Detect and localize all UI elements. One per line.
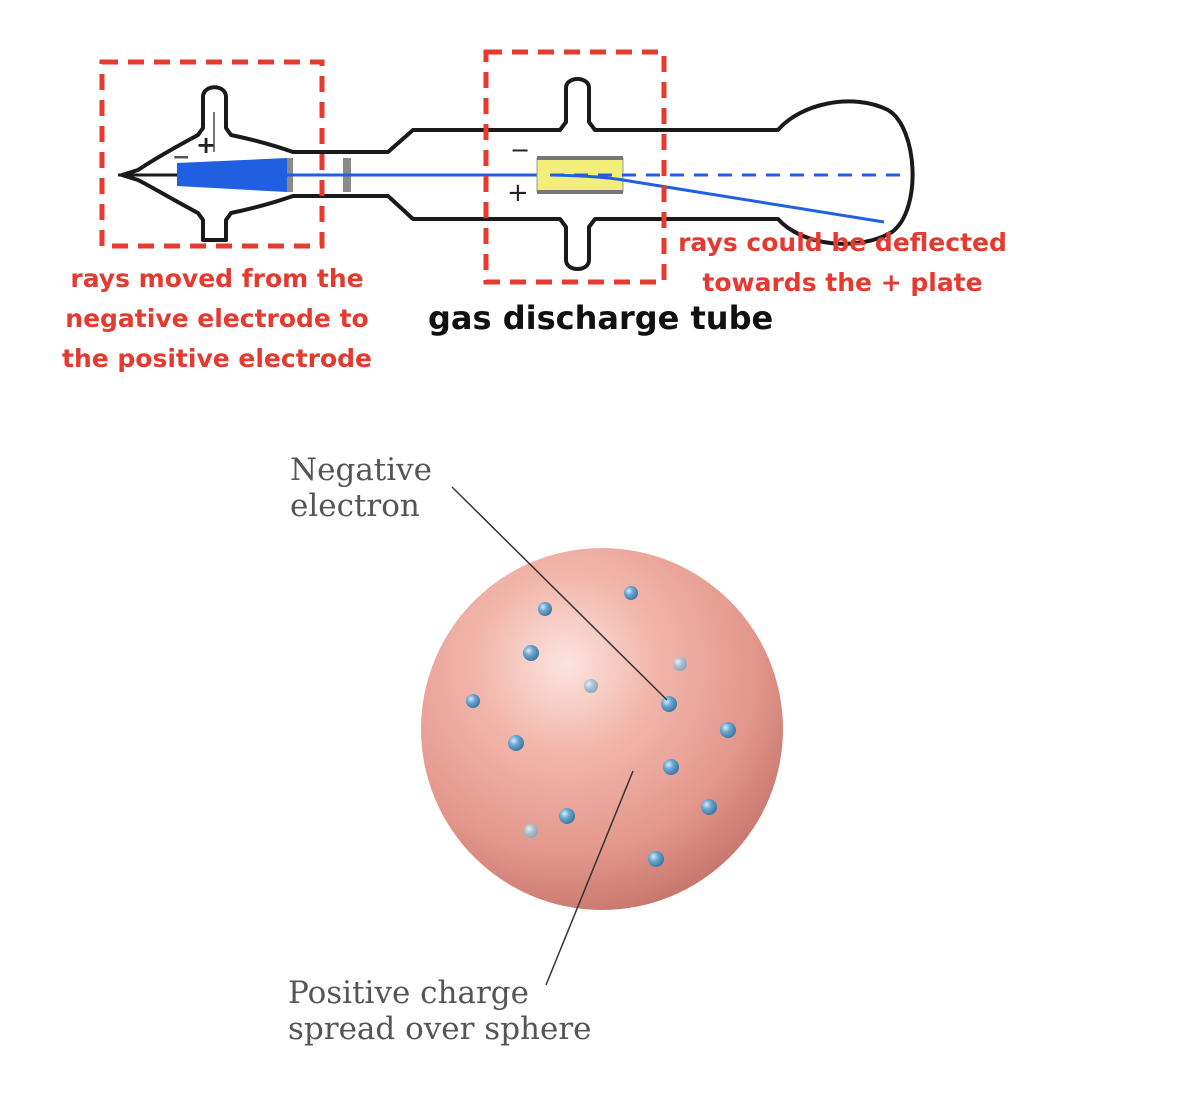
electron-dot <box>523 645 539 661</box>
leader-line-electron <box>451 486 668 701</box>
beam-deflected <box>549 173 885 224</box>
tube-glass-upper <box>120 77 915 271</box>
electron-dot <box>524 824 538 838</box>
plate-bottom-sign: + <box>507 178 529 208</box>
electron-dot <box>559 808 575 824</box>
label-negative-electron: Negative electron <box>290 452 432 524</box>
electron-dot <box>648 851 664 867</box>
discharge-tube <box>118 77 915 271</box>
electron-dot <box>584 679 598 693</box>
electron-dot <box>661 696 677 712</box>
electron-dot <box>720 722 736 738</box>
plate-top-sign: − <box>510 136 531 164</box>
annotation-right: rays could be deflected towards the + pl… <box>675 223 1010 303</box>
electron-dot <box>508 735 524 751</box>
electron-dot <box>538 602 552 616</box>
annotation-right-line: towards the + plate <box>702 268 983 297</box>
leader-line-charge <box>545 770 634 986</box>
electron-dot <box>663 759 679 775</box>
label-positive-charge: Positive charge spread over sphere <box>288 975 592 1047</box>
annotation-left-line: the positive electrode <box>62 344 373 373</box>
label-electron-line: electron <box>290 488 420 524</box>
highlight-box-plates <box>483 49 667 285</box>
annotation-right-line: rays could be deflected <box>678 228 1007 257</box>
cathode-ray-wedge <box>177 158 287 192</box>
electron-dot <box>624 586 638 600</box>
electron-dot <box>701 799 717 815</box>
positive-sphere <box>421 548 783 910</box>
tube-caption: gas discharge tube <box>428 299 774 337</box>
electron-dot <box>466 694 480 708</box>
annotation-left: rays moved from the negative electrode t… <box>62 259 372 379</box>
label-charge-line: Positive charge <box>288 975 529 1011</box>
label-charge-line: spread over sphere <box>288 1011 592 1047</box>
electron-dot <box>673 657 687 671</box>
atom-model <box>421 486 783 986</box>
anode-sign: + <box>196 131 217 159</box>
cathode-sign: − <box>172 145 191 170</box>
label-electron-line: Negative <box>290 452 433 488</box>
annotation-left-line: negative electrode to <box>65 304 369 333</box>
highlight-box-electrodes <box>99 59 325 249</box>
annotation-left-line: rays moved from the <box>70 264 364 293</box>
